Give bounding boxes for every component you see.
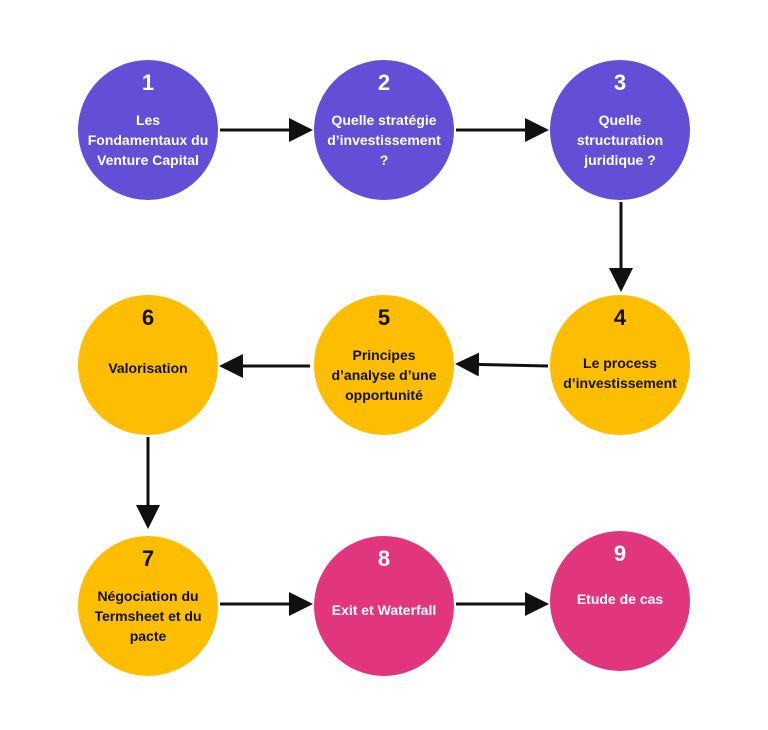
step-node-6: 6 Valorisation — [78, 295, 218, 435]
step-label: Quelle structuration juridique ? — [576, 112, 664, 168]
arrow-4-to-5 — [455, 352, 549, 377]
step-label: Négociation du Termsheet et du pacte — [94, 588, 202, 644]
step-label: Principes d’analyse d’une opportunité — [331, 347, 437, 403]
step-label: Quelle stratégie d’investissement ? — [327, 112, 441, 168]
step-node-5: 5 Principes d’analyse d’une opportunité — [314, 295, 454, 435]
step-number: 4 — [613, 305, 627, 330]
step-number: 6 — [141, 305, 155, 330]
step-label: Valorisation — [108, 360, 188, 376]
step-label: Le process d’investissement — [563, 355, 677, 391]
step-number: 5 — [377, 305, 391, 330]
step-number: 8 — [377, 546, 391, 571]
step-label: Les Fondamentaux du Venture Capital — [87, 112, 209, 168]
step-number: 7 — [141, 546, 155, 571]
step-number: 1 — [141, 70, 155, 95]
step-label: Exit et Waterfall — [331, 602, 437, 618]
step-node-7: 7 Négociation du Termsheet et du pacte — [78, 536, 218, 676]
step-number: 9 — [613, 541, 627, 566]
step-node-3: 3 Quelle structuration juridique ? — [550, 60, 690, 200]
step-node-9: 9 Etude de cas — [550, 531, 690, 671]
step-number: 3 — [613, 70, 627, 95]
step-node-1: 1 Les Fondamentaux du Venture Capital — [78, 60, 218, 200]
step-number: 2 — [377, 70, 391, 95]
step-node-4: 4 Le process d’investissement — [550, 295, 690, 435]
step-node-8: 8 Exit et Waterfall — [314, 536, 454, 676]
step-node-2: 2 Quelle stratégie d’investissement ? — [314, 60, 454, 200]
step-label: Etude de cas — [576, 591, 664, 607]
